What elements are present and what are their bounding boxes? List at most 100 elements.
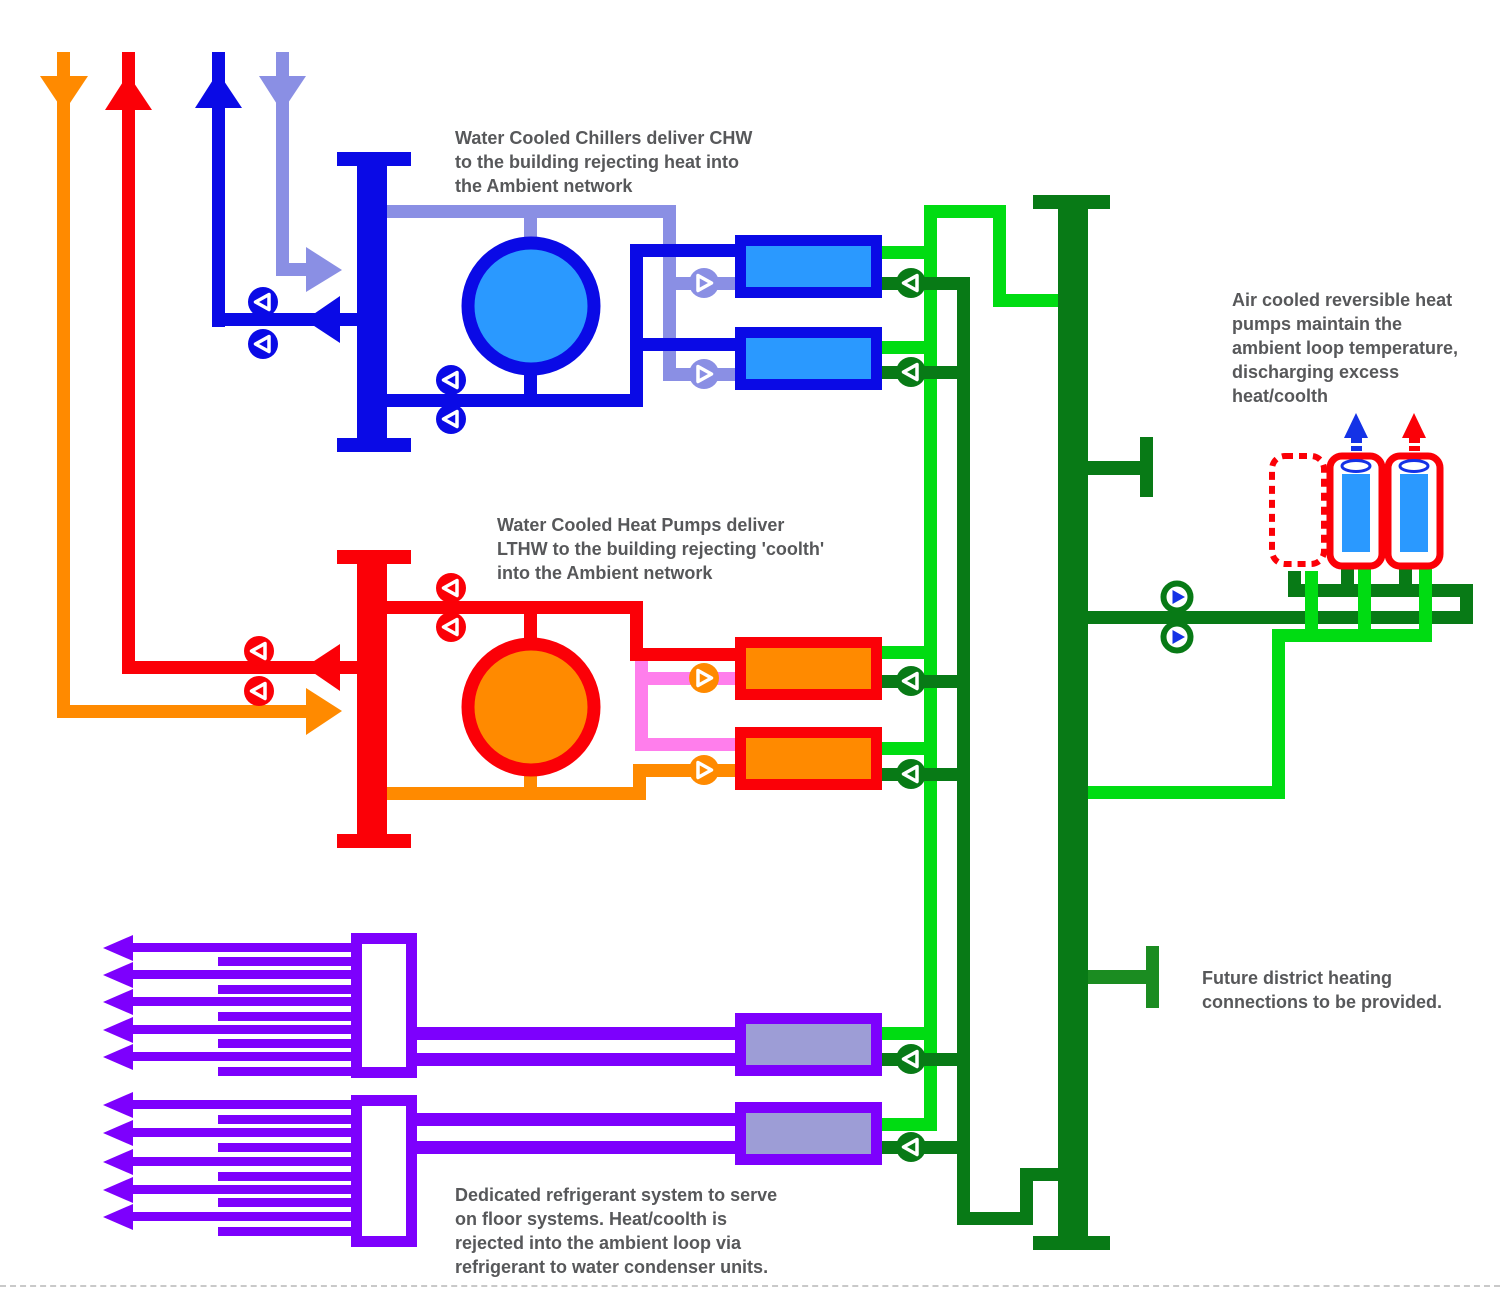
arrow-left-icon — [103, 935, 133, 961]
pump-icon — [896, 268, 926, 298]
pump-icon — [244, 636, 274, 666]
chw-return-header-link — [276, 263, 306, 276]
ashp-return-manifold — [1272, 629, 1432, 642]
lthw-supply-header-link — [57, 705, 306, 718]
pump-icon — [1160, 580, 1194, 614]
pump-icon — [436, 365, 466, 395]
refrigerant-manifold-1 — [351, 933, 417, 1078]
pump-icon — [896, 759, 926, 789]
pump-icon — [436, 573, 466, 603]
hp-return-bottom-pipe — [380, 787, 646, 800]
building-riser-pipes — [40, 52, 306, 718]
chw-heat-exchanger-1 — [735, 235, 882, 298]
trunk-cap — [1033, 1236, 1110, 1250]
arrow-right-icon — [306, 688, 342, 735]
chw-return-riser — [276, 52, 289, 276]
arrow-left-icon — [103, 1149, 133, 1175]
trunk-cap — [1033, 195, 1110, 209]
chw-heat-exchanger-2 — [735, 327, 882, 390]
header-cap — [337, 834, 411, 848]
ashp-supply-pipe — [1088, 611, 1473, 624]
pump-icon — [896, 1132, 926, 1162]
lthw-return-header-link — [122, 661, 360, 674]
arrow-left-icon — [305, 644, 340, 691]
pump-icon — [248, 287, 278, 317]
pump-icon — [1160, 620, 1194, 654]
pump-icon — [689, 268, 719, 298]
lthw-header — [337, 550, 411, 848]
heat-pumps-annotation: Water Cooled Heat Pumps deliver LTHW to … — [497, 515, 825, 583]
condenser1-pipe-b — [417, 1053, 735, 1066]
arrow-right-icon — [306, 247, 342, 292]
hx3-red-branch — [630, 648, 735, 661]
hx4-orange-branch — [633, 764, 735, 777]
pump-icon — [689, 663, 719, 693]
arrow-left-icon — [103, 1120, 133, 1146]
arrow-left-icon — [103, 1204, 133, 1230]
pump-icon — [689, 755, 719, 785]
hp-top-stub — [524, 601, 537, 649]
future-unit-leg-dark — [1288, 571, 1301, 597]
ambient-warm-main — [924, 205, 937, 1131]
hx1-blue-branch — [630, 244, 735, 257]
air-hp-unit-1 — [1326, 413, 1386, 570]
arrow-left-icon — [103, 1092, 133, 1118]
unit2-leg-bright — [1419, 560, 1432, 642]
chw-circuit-pipes — [212, 205, 735, 407]
arrow-left-icon — [103, 1177, 133, 1203]
water-cooled-heat-pump — [461, 637, 601, 777]
hx3-pink-branch — [635, 672, 735, 685]
arrow-down-icon — [259, 76, 306, 112]
header-cap — [337, 550, 411, 564]
air-source-annotation: Air cooled reversible heat pumps maintai… — [1232, 290, 1459, 406]
pump-icon — [896, 1044, 926, 1074]
pump-icon — [436, 612, 466, 642]
arrow-up-icon — [195, 72, 242, 108]
heat-discharge-arrow-blue — [1344, 413, 1368, 438]
air-hp-unit-2 — [1384, 413, 1444, 570]
lthw-heat-exchanger-2 — [735, 727, 882, 790]
condenser1-pipe-a — [417, 1027, 735, 1040]
future-air-hp-unit — [1269, 453, 1327, 567]
ambient-cool-to-trunk — [1020, 1168, 1058, 1181]
condenser-unit-2 — [735, 1102, 882, 1165]
refrigerant-annotation: Dedicated refrigerant system to serve on… — [455, 1185, 778, 1277]
hp-supply-top-pipe — [380, 601, 643, 614]
chw-header — [337, 152, 411, 452]
chiller-supply-bottom-pipe — [380, 394, 643, 407]
hp-supply-drop — [630, 601, 643, 661]
arrow-left-icon — [103, 962, 133, 988]
ambient-trunk-main — [1033, 195, 1159, 1250]
condenser2-pipe-a — [417, 1113, 735, 1126]
future-dh-annotation: Future district heating connections to b… — [1202, 968, 1443, 1012]
refrigerant-manifold-2 — [351, 1095, 417, 1247]
arrow-up-icon — [105, 74, 152, 110]
chillers-annotation: Water Cooled Chillers deliver CHW to the… — [455, 128, 753, 196]
condenser-unit-1 — [735, 1013, 882, 1076]
fan-icon — [1340, 459, 1372, 473]
pump-icon — [689, 359, 719, 389]
future-unit-leg-bright — [1305, 571, 1318, 642]
air-source-hp-pipes — [1088, 560, 1473, 799]
hx2-blue-branch — [630, 338, 735, 351]
header-cap — [337, 152, 411, 166]
arrow-left-icon — [103, 1044, 133, 1070]
unit1-leg-bright — [1358, 560, 1371, 642]
stub-cap — [1146, 946, 1159, 1008]
header-cap — [337, 438, 411, 452]
arrow-left-icon — [103, 1017, 133, 1043]
arrow-left-icon — [103, 989, 133, 1015]
lthw-circuit-pipes — [57, 601, 735, 800]
pump-icon — [436, 404, 466, 434]
hx4-pink-branch — [635, 738, 735, 751]
chw-supply-riser — [212, 52, 225, 327]
heat-discharge-arrow-red — [1402, 413, 1426, 438]
condenser2-pipe-b — [417, 1141, 735, 1154]
future-connection-stub-2 — [1088, 970, 1152, 984]
fan-icon — [1398, 459, 1430, 473]
pump-icon — [896, 357, 926, 387]
chiller-return-drop — [663, 205, 676, 381]
lthw-return-riser — [122, 52, 135, 674]
